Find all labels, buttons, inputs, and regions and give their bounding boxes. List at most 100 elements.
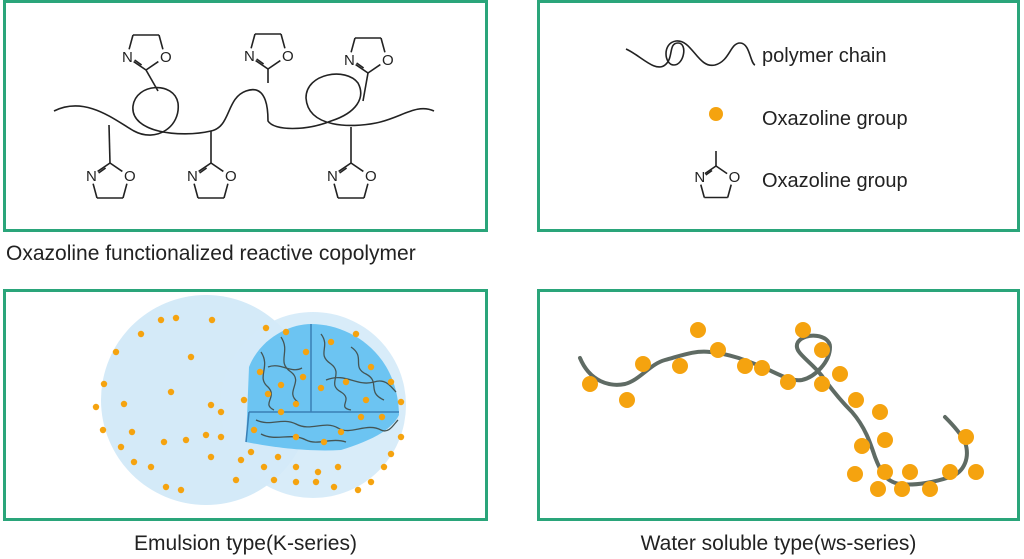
oxazoline-dot — [312, 478, 320, 486]
oxazoline-dot — [208, 316, 216, 324]
oxazoline-dot — [157, 316, 165, 324]
oxazoline-dot — [870, 481, 886, 497]
core-chains — [255, 333, 399, 443]
nitrogen-atom-label: N — [86, 168, 97, 185]
copolymer-backbone — [53, 73, 435, 136]
oxazoline-dot — [260, 463, 268, 471]
oxazoline-dot — [292, 433, 300, 441]
oxygen-atom-label: O — [225, 168, 237, 185]
oxazoline-dot — [814, 342, 830, 358]
oxazoline-dot — [378, 413, 386, 421]
oxygen-atom-label: O — [124, 168, 136, 185]
oxazoline-dot — [167, 388, 175, 396]
oxazoline-dot — [352, 330, 360, 338]
oxazoline-dot — [172, 314, 180, 322]
oxazoline-dot — [848, 392, 864, 408]
oxazoline-dot — [217, 433, 225, 441]
oxazoline-dot — [112, 348, 120, 356]
oxazoline-dot — [262, 324, 270, 332]
oxazoline-dot — [147, 463, 155, 471]
oxazoline-dot — [334, 463, 342, 471]
oxazoline-dot — [387, 378, 395, 386]
oxazoline-dot — [100, 380, 108, 388]
oxazoline-dot — [330, 483, 338, 491]
oxazoline-dot — [92, 403, 100, 411]
oxazoline-dots — [92, 314, 405, 494]
oxazoline-dot — [854, 438, 870, 454]
oxazoline-dot — [177, 486, 185, 494]
pendant-links — [108, 69, 369, 164]
oxazoline-dot — [958, 429, 974, 445]
oxazoline-dot — [160, 438, 168, 446]
oxazoline-dot — [120, 400, 128, 408]
oxazoline-dot — [256, 368, 264, 376]
oxazoline-dot — [264, 390, 272, 398]
oxazoline-dot — [902, 464, 918, 480]
oxazoline-dot — [342, 378, 350, 386]
oxygen-atom-label: O — [160, 49, 172, 66]
oxazoline-dot — [232, 476, 240, 484]
oxazoline-dot — [282, 328, 290, 336]
oxazoline-dot — [367, 363, 375, 371]
oxazoline-dot — [299, 373, 307, 381]
water-soluble-diagram — [578, 322, 984, 497]
oxazoline-dot — [187, 353, 195, 361]
oxazoline-dot — [250, 426, 258, 434]
oxazoline-dot — [274, 453, 282, 461]
oxazoline-dot — [635, 356, 651, 372]
water-soluble-caption: Water soluble type(ws-series) — [640, 532, 917, 555]
oxazoline-dot — [217, 408, 225, 416]
oxazoline-dot — [270, 476, 278, 484]
oxazoline-dot — [582, 376, 598, 392]
nitrogen-atom-label: N — [244, 48, 255, 65]
cutaway-edges — [245, 324, 399, 443]
oxazoline-dot — [207, 453, 215, 461]
oxygen-atom-label: O — [382, 52, 394, 69]
oxazoline-dot — [292, 400, 300, 408]
oxazoline-dot — [942, 464, 958, 480]
oxazoline-dot — [292, 463, 300, 471]
emulsion-panel — [3, 289, 488, 521]
oxazoline-dots — [582, 322, 984, 497]
nitrogen-atom-label: N — [122, 49, 133, 66]
oxazoline-dot — [128, 428, 136, 436]
oxazoline-dot — [814, 376, 830, 392]
oxazoline-dot — [380, 463, 388, 471]
water-soluble-chain — [578, 333, 969, 487]
oxazoline-dot — [117, 443, 125, 451]
oxazoline-dot — [337, 428, 345, 436]
oxazoline-dot — [202, 431, 210, 439]
water-soluble-panel — [537, 289, 1020, 521]
oxazoline-dot — [968, 464, 984, 480]
oxygen-atom-label: O — [729, 169, 741, 186]
oxazoline-dot — [832, 366, 848, 382]
nitrogen-atom-label: N — [327, 168, 338, 185]
oxazoline-dot — [247, 448, 255, 456]
oxazoline-dot — [877, 432, 893, 448]
oxazoline-dot — [240, 396, 248, 404]
oxazoline-dot — [877, 464, 893, 480]
emulsion-caption: Emulsion type(K-series) — [134, 532, 357, 555]
emulsion-diagram — [92, 295, 406, 505]
nitrogen-atom-label: N — [344, 52, 355, 69]
copolymer-caption: Oxazoline functionalized reactive copoly… — [6, 242, 416, 265]
oxazoline-dot — [619, 392, 635, 408]
oxazoline-dot — [237, 456, 245, 464]
legend-label-oxazoline-ring: Oxazoline group — [762, 170, 908, 192]
oxazoline-dot — [754, 360, 770, 376]
oxazoline-dot — [357, 413, 365, 421]
oxygen-atom-label: O — [365, 168, 377, 185]
oxazoline-dot — [872, 404, 888, 420]
oxazoline-dot — [737, 358, 753, 374]
oxazoline-dot — [99, 426, 107, 434]
